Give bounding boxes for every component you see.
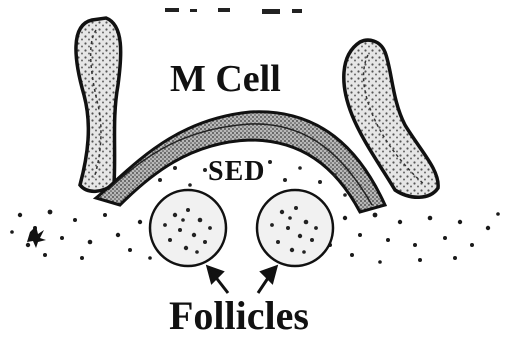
arrow-right [258, 267, 276, 293]
follicle-right [257, 190, 333, 266]
label-sed: SED [208, 158, 265, 186]
label-follicles: Follicles [169, 296, 309, 336]
arrow-left [208, 267, 228, 293]
label-m-cell: M Cell [170, 60, 281, 98]
top-marks [165, 8, 302, 14]
lamina-propria [10, 210, 500, 264]
follicle-left [150, 190, 226, 266]
left-villus [76, 18, 121, 191]
